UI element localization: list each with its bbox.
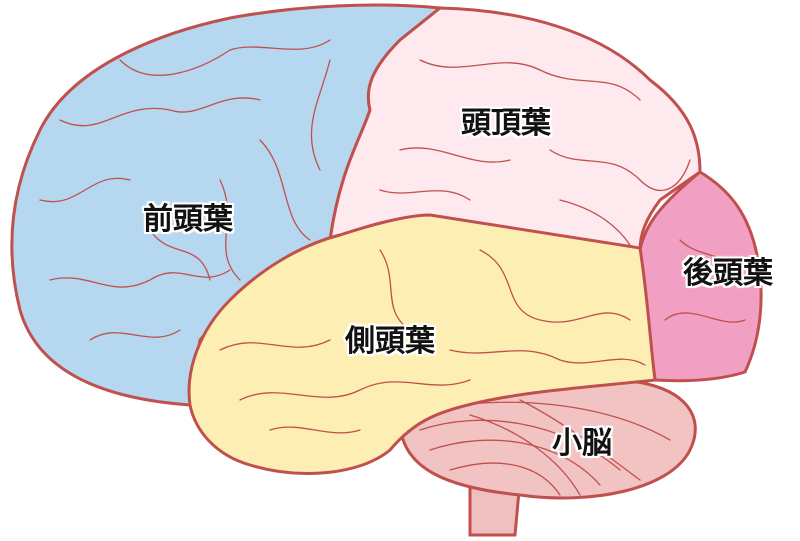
label-parietal-lobe: 頭頂葉: [461, 106, 551, 141]
temporal-lobe-region: [187, 213, 657, 475]
gyri-lines: [39, 39, 746, 434]
label-occipital-lobe: 後頭葉: [683, 256, 773, 291]
occipital-lobe-region: [638, 170, 763, 383]
label-frontal-lobe: 前頭葉: [143, 202, 233, 237]
label-temporal-lobe: 側頭葉: [345, 324, 435, 359]
label-cerebellum: 小脳: [552, 426, 612, 461]
